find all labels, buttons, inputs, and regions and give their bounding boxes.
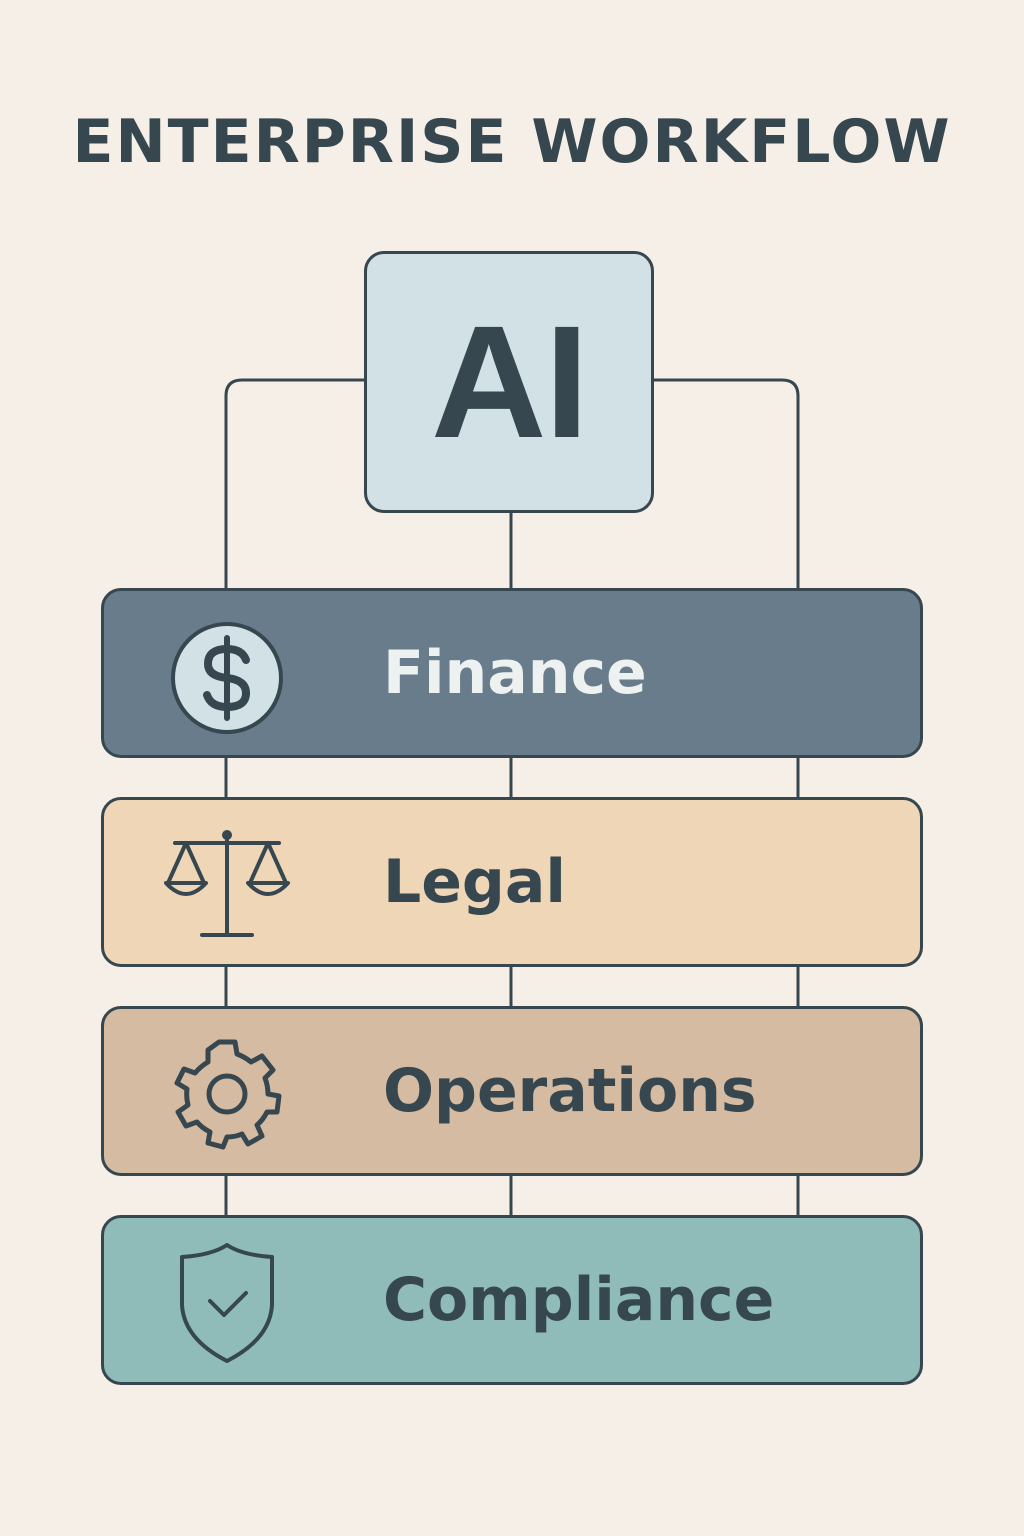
connector-left-branch: [224, 378, 364, 588]
department-compliance: Compliance: [101, 1215, 923, 1385]
department-finance: Finance: [101, 588, 923, 758]
dollar-icon: [162, 616, 292, 736]
department-label-legal: Legal: [383, 847, 566, 917]
department-label-compliance: Compliance: [383, 1265, 775, 1335]
department-label-operations: Operations: [383, 1056, 757, 1126]
diagram-title: ENTERPRISE WORKFLOW: [72, 107, 952, 177]
ai-hub-label: AI: [431, 292, 589, 471]
shield-check-icon: [162, 1243, 292, 1363]
ai-hub-box: AI: [364, 251, 654, 513]
department-legal: Legal: [101, 797, 923, 967]
gear-icon: [162, 1034, 292, 1154]
connector-right-branch: [654, 378, 800, 588]
scales-icon: [162, 825, 292, 945]
department-operations: Operations: [101, 1006, 923, 1176]
department-label-finance: Finance: [383, 638, 647, 708]
